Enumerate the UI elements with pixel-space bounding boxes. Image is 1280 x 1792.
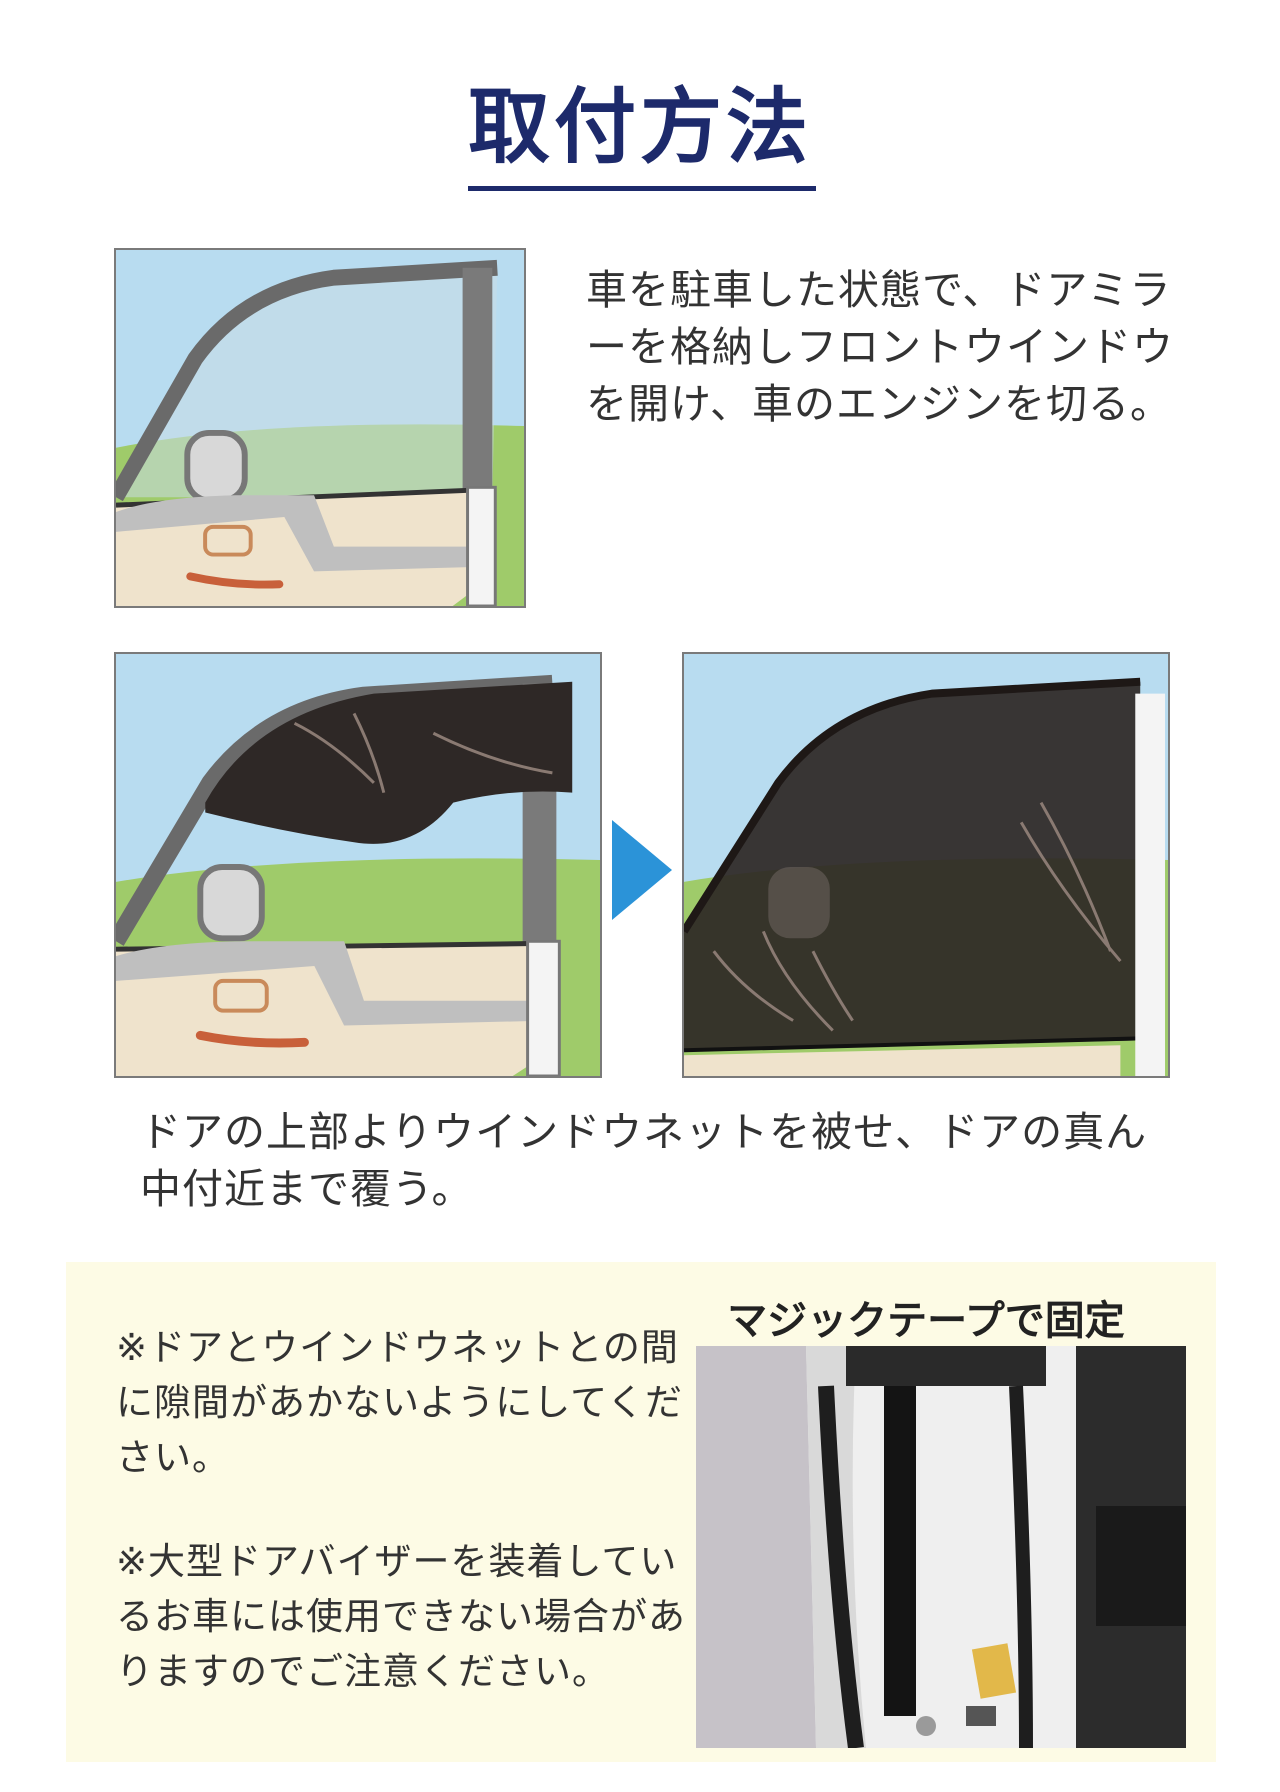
step2-instruction: ドアの上部よりウインドウネットを被せ、ドアの真ん中付近まで覆う。 [140,1108,1148,1213]
step2-before-illustration [114,652,602,1078]
velcro-photo [696,1346,1186,1748]
step1-instruction: 車を駐車した状態で、ドアミラーを格納しフロントウインドウを開け、車のエンジンを切… [586,266,1174,428]
step1-illustration [114,248,526,608]
note-visor: ※大型ドアバイザーを装着しているお車には使用できない場合がありますのでご注意くだ… [116,1540,686,1693]
note-gap: ※ドアとウインドウネットとの間に隙間があかないようにしてください。 [116,1326,684,1479]
photo-caption: マジックテープで固定 [727,1298,1125,1344]
arrow-right-icon [612,820,672,920]
page-title: 取付方法 [467,80,812,175]
step2-after-illustration [682,652,1170,1078]
notes-box: ※ドアとウインドウネットとの間に隙間があかないようにしてください。 ※大型ドアバ… [66,1262,1216,1762]
title-underline [468,186,816,191]
